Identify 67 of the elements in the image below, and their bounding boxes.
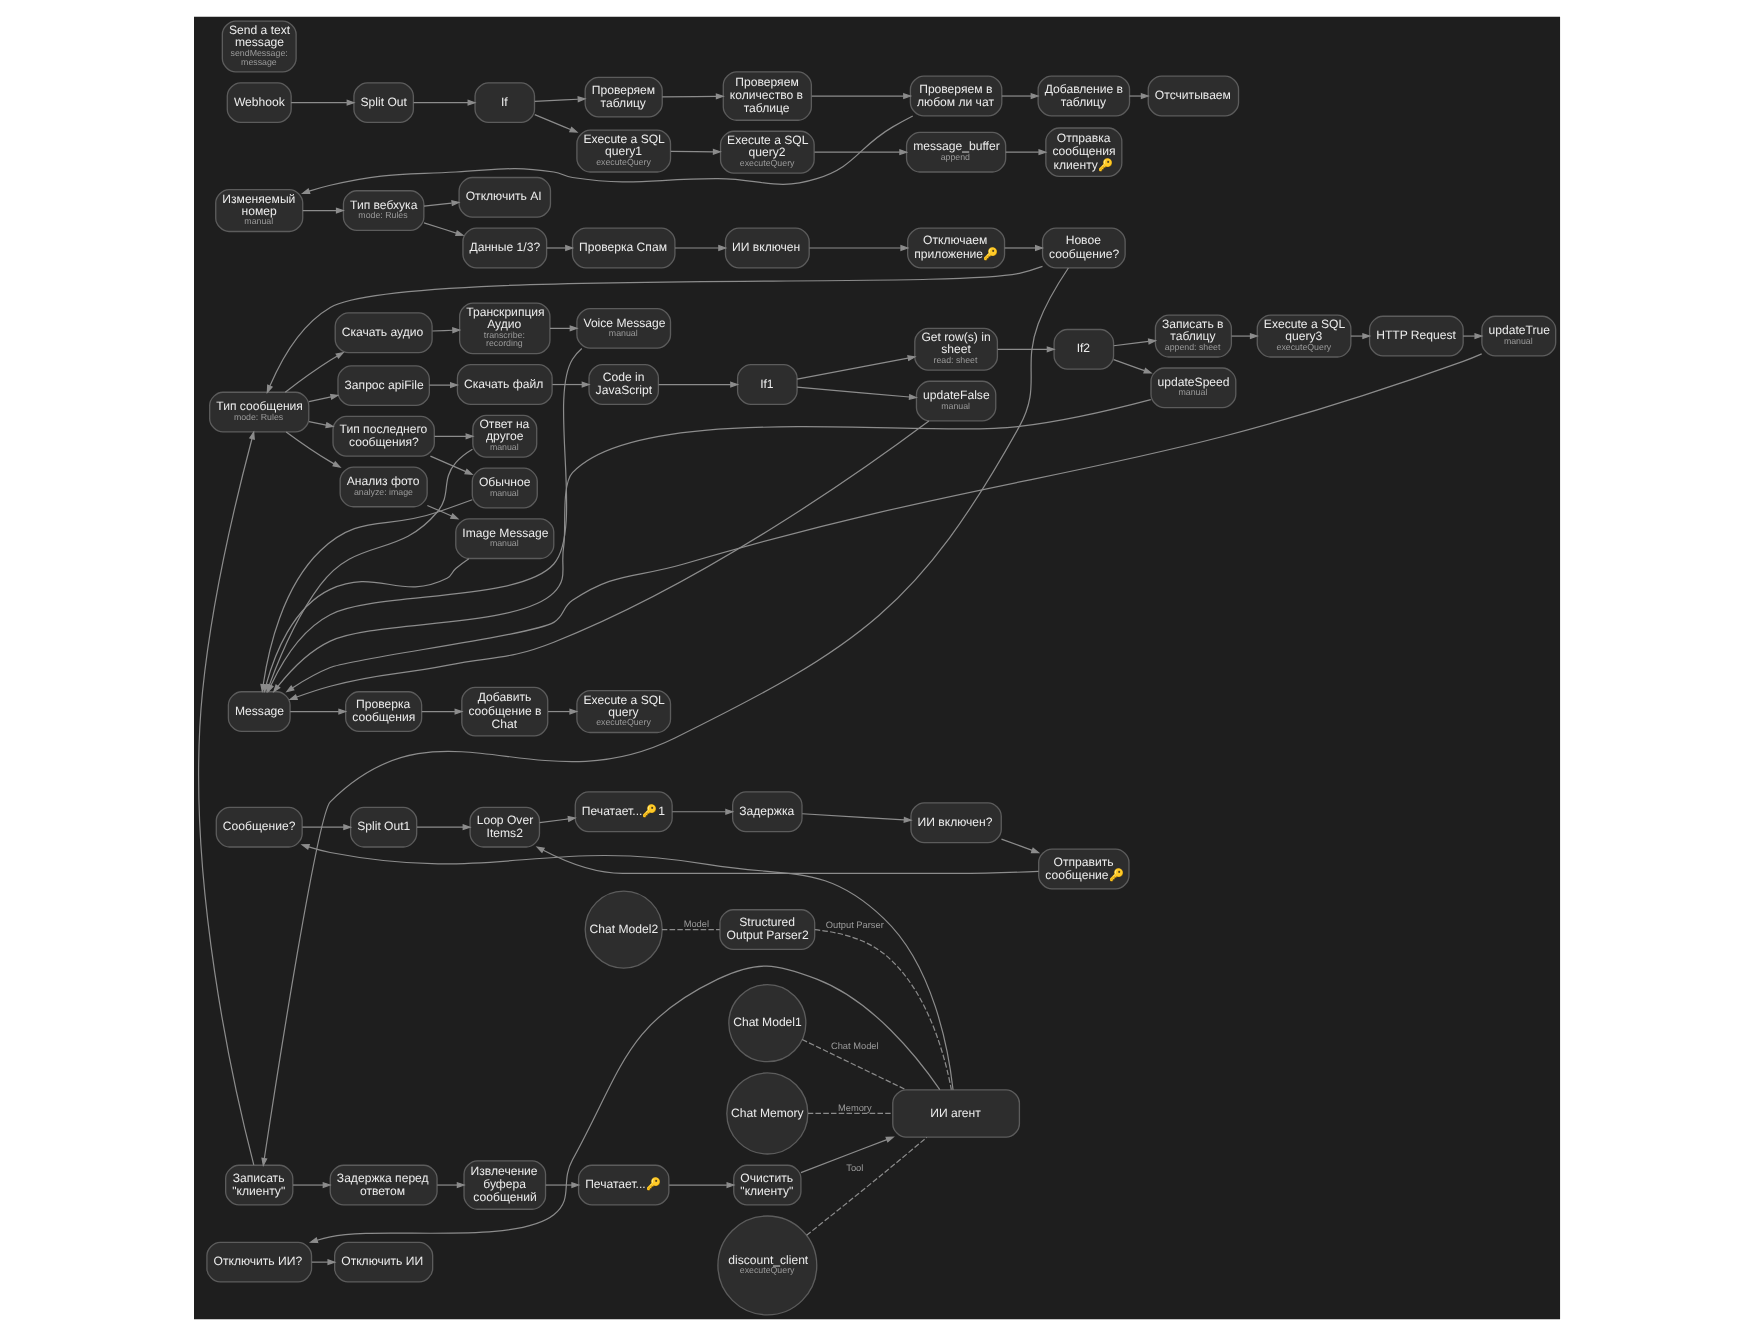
arrow — [1004, 149, 1047, 156]
arrow — [299, 844, 953, 1091]
arrow — [301, 207, 344, 214]
arrow — [533, 114, 578, 133]
arrow — [420, 708, 463, 715]
arrow — [795, 355, 916, 380]
arrow — [197, 430, 254, 1166]
arrow — [795, 386, 917, 401]
connector — [806, 1112, 893, 1115]
connector — [800, 1038, 906, 1091]
arrow — [545, 244, 574, 252]
arrow — [538, 815, 576, 824]
arrow — [307, 421, 334, 429]
arrow — [427, 381, 459, 389]
arrow — [1003, 244, 1044, 252]
arrow — [548, 325, 578, 332]
arrow — [799, 1136, 894, 1174]
arrow — [550, 381, 590, 388]
arrow — [307, 965, 940, 1244]
arrow — [284, 353, 1482, 693]
arrow — [1349, 332, 1371, 340]
arrow — [422, 200, 460, 207]
arrow — [284, 431, 341, 468]
arrow — [432, 433, 474, 440]
arrow — [1127, 92, 1149, 100]
arrow — [415, 824, 471, 831]
connector — [660, 929, 720, 931]
arrow — [310, 1258, 336, 1266]
arrow — [546, 708, 578, 715]
arrow — [307, 393, 339, 403]
arrow — [287, 420, 929, 701]
arrow — [800, 813, 912, 823]
arrow — [271, 398, 1151, 694]
arrow — [657, 381, 739, 388]
arrow — [291, 1181, 331, 1189]
arrow — [996, 346, 1055, 353]
arrow — [544, 1181, 580, 1189]
arrow — [1229, 332, 1258, 340]
arrow — [289, 99, 355, 106]
arrow — [283, 351, 344, 393]
arrow — [1112, 338, 1157, 347]
arrow — [422, 222, 464, 236]
arrow — [411, 99, 476, 106]
arrow — [300, 824, 352, 831]
arrow — [1000, 92, 1039, 100]
arrow — [807, 244, 909, 252]
arrow — [999, 838, 1040, 854]
connector — [805, 1136, 927, 1236]
arrow — [430, 327, 461, 334]
connector — [813, 929, 951, 1091]
arrow — [425, 504, 459, 520]
arrow — [1112, 359, 1152, 374]
arrow — [288, 708, 347, 715]
arrow — [435, 1181, 465, 1189]
arrow — [670, 808, 734, 815]
arrow — [1461, 332, 1483, 340]
arrow — [534, 846, 1039, 875]
arrow — [265, 265, 1043, 394]
arrow — [428, 455, 473, 475]
arrow — [810, 92, 912, 100]
arrow — [667, 1181, 735, 1189]
arrow — [669, 148, 721, 155]
arrow — [812, 149, 908, 156]
arrow — [533, 96, 586, 103]
arrow — [300, 115, 913, 195]
arrow — [660, 93, 724, 100]
arrow — [673, 244, 727, 252]
